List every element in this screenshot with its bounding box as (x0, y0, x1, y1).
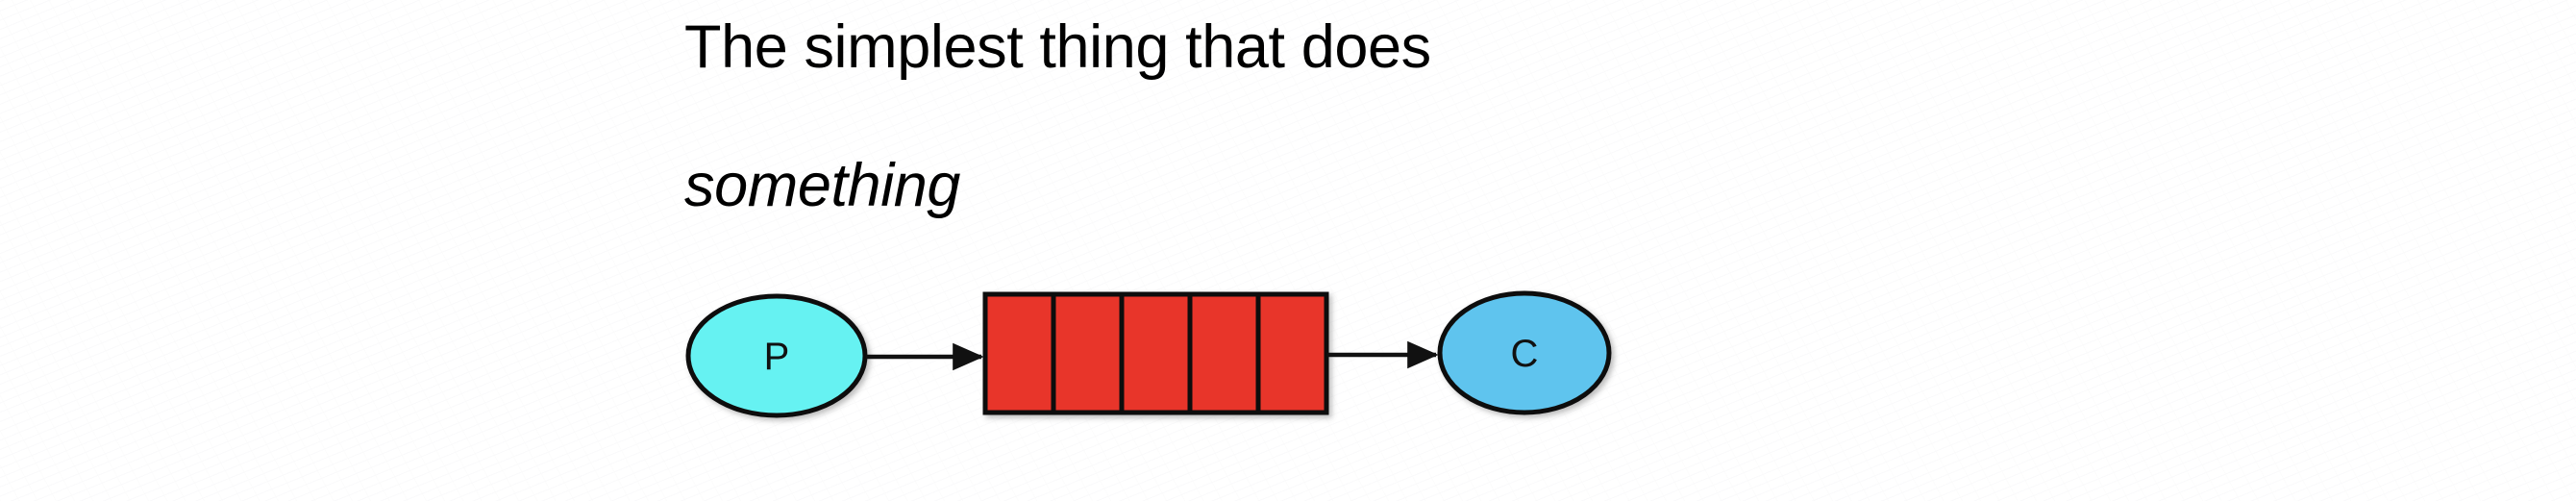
page-title: The simplest thing that does (684, 13, 1431, 81)
buffer-slot-array[interactable] (982, 291, 1329, 415)
buffer-slot[interactable] (1187, 291, 1261, 415)
consumer-node[interactable] (1437, 290, 1612, 415)
consumer-ellipse[interactable] (1437, 290, 1612, 415)
page-subtitle-emphasis: something (684, 152, 961, 219)
consumer-label: C (1511, 333, 1539, 375)
producer-ellipse[interactable] (685, 293, 868, 418)
buffer-slot[interactable] (1255, 291, 1329, 415)
producer-node[interactable] (685, 293, 868, 418)
buffer-slot[interactable] (1119, 291, 1193, 415)
buffer-slot[interactable] (1051, 291, 1125, 415)
producer-label: P (764, 336, 790, 378)
buffer-slot[interactable] (982, 291, 1056, 415)
